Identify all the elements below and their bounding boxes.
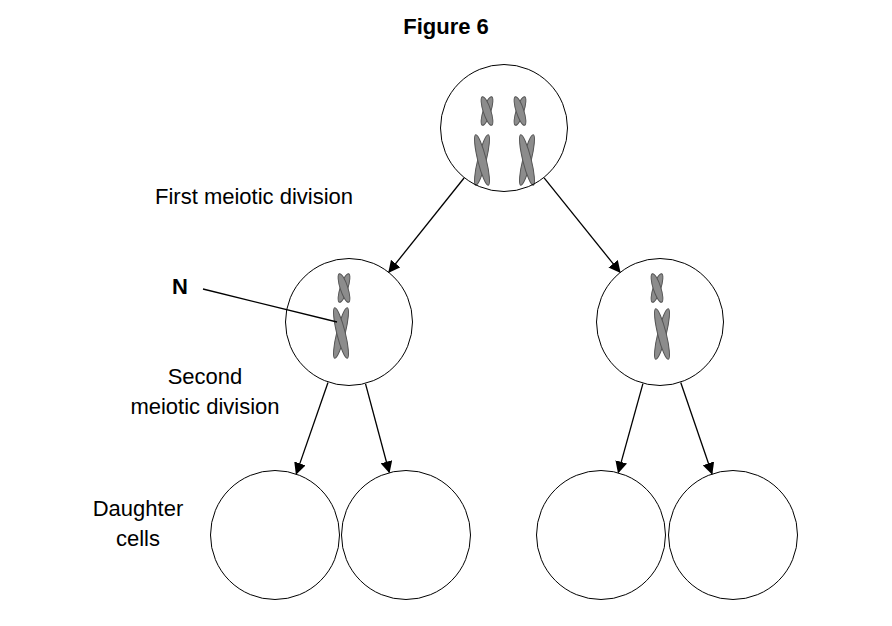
division-arrow: [618, 384, 643, 473]
part-label: N: [172, 272, 202, 302]
chromosome: [479, 96, 495, 127]
chromosome: [331, 307, 352, 359]
leader-line: [203, 289, 337, 322]
cell-circle: [668, 470, 798, 600]
figure-title: Figure 6: [0, 12, 892, 42]
cell-circle: [440, 64, 568, 192]
chromosome: [512, 96, 528, 127]
stage-label: Second meiotic division: [105, 362, 305, 422]
chromosome: [472, 134, 493, 186]
stage-label: First meiotic division: [155, 182, 455, 212]
cell-circle: [285, 258, 413, 386]
cell-circle: [210, 470, 340, 600]
cell-circle: [536, 470, 666, 600]
division-arrow: [544, 178, 620, 272]
cell-circle: [341, 470, 471, 600]
division-arrow: [389, 178, 464, 272]
division-arrow: [366, 384, 390, 472]
chromosome: [652, 308, 673, 360]
division-arrow: [681, 383, 712, 474]
chromosome: [336, 273, 352, 304]
cell-circle: [596, 258, 724, 386]
chromosome: [649, 273, 665, 304]
chromosome: [517, 134, 538, 186]
stage-label: Daughter cells: [78, 494, 198, 554]
division-arrow: [296, 382, 328, 473]
